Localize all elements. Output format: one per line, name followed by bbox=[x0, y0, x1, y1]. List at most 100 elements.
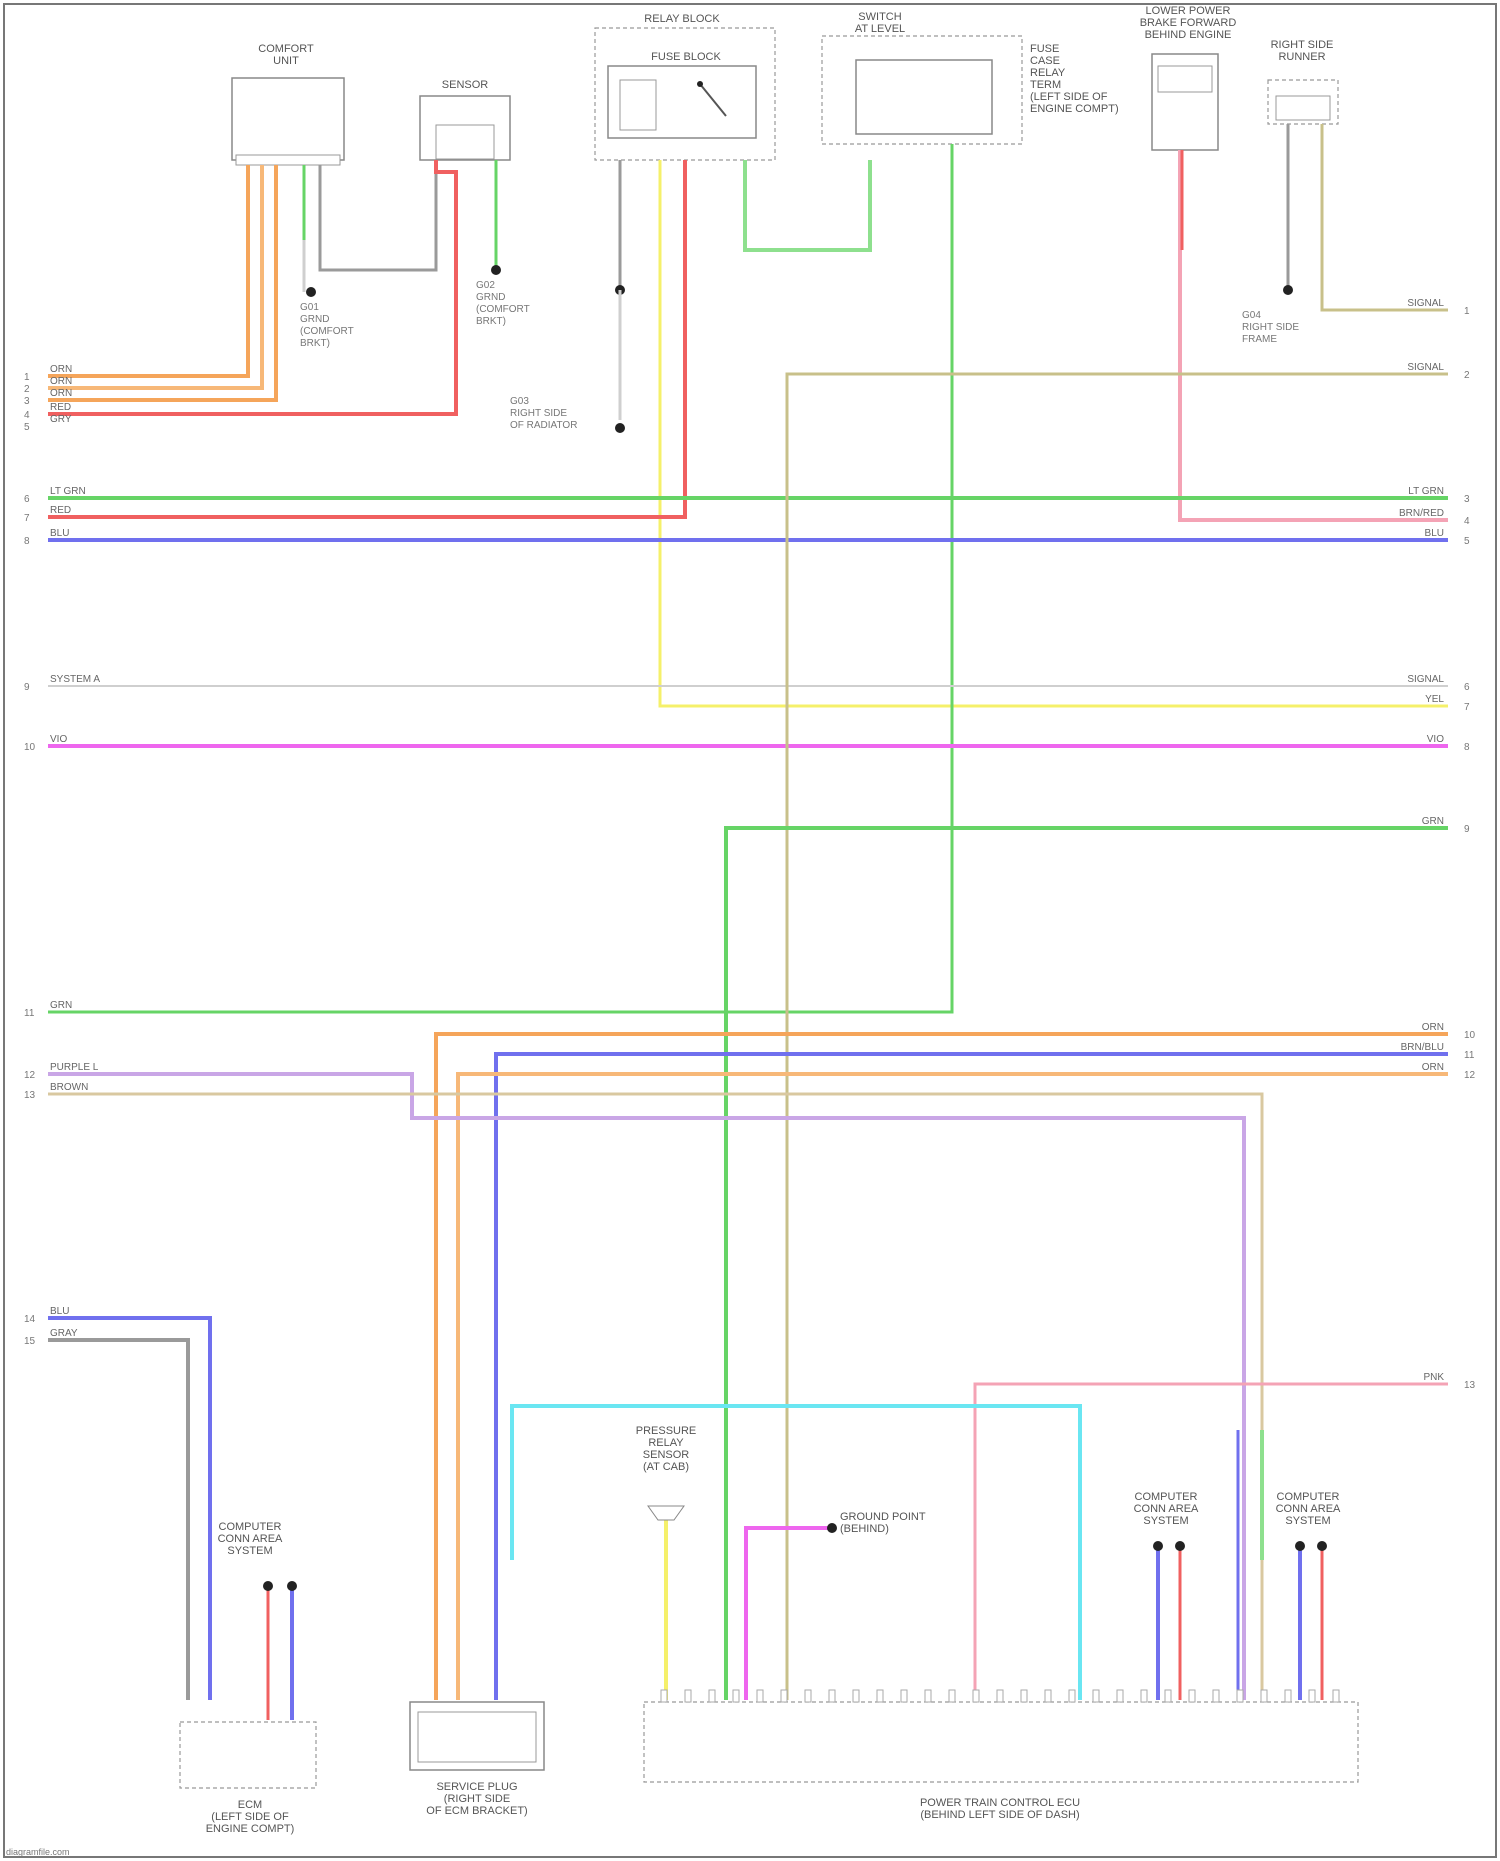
main-module-label: POWER TRAIN CONTROL ECU(BEHIND LEFT SIDE… bbox=[920, 1797, 1080, 1821]
pin-tick bbox=[1237, 1690, 1243, 1702]
right-pin-number: 6 bbox=[1464, 682, 1470, 693]
left-pin-number: 7 bbox=[24, 513, 30, 524]
pin-tick bbox=[877, 1690, 883, 1702]
left-pin-number: 12 bbox=[24, 1070, 36, 1081]
left-pin-number: 11 bbox=[24, 1008, 35, 1019]
pin-tick bbox=[1141, 1690, 1147, 1702]
pin-tick bbox=[853, 1690, 859, 1702]
pin-tick bbox=[1333, 1690, 1339, 1702]
left-pin-number: 2 bbox=[24, 384, 30, 395]
right-wire-tag: BRN/BLU bbox=[1401, 1042, 1444, 1053]
right-wire-tag: PNK bbox=[1423, 1372, 1444, 1383]
left-pin-number: 14 bbox=[24, 1314, 36, 1325]
pin-tick bbox=[1309, 1690, 1315, 1702]
left-pin-number: 9 bbox=[24, 682, 30, 693]
right-wire-tag: ORN bbox=[1422, 1062, 1444, 1073]
right-wire-tag: LT GRN bbox=[1408, 486, 1444, 497]
pin-tick bbox=[805, 1690, 811, 1702]
left-pin-number: 5 bbox=[24, 422, 30, 433]
left-pin-number: 13 bbox=[24, 1090, 36, 1101]
right-wire-tag: SIGNAL bbox=[1407, 298, 1444, 309]
right-pin-number: 3 bbox=[1464, 494, 1470, 505]
pin-tick bbox=[709, 1690, 715, 1702]
left-wire-tag: GRY bbox=[50, 414, 72, 425]
left-pin-number: 6 bbox=[24, 494, 30, 505]
left-pin-number: 10 bbox=[24, 742, 36, 753]
footer-credit: diagramfile.com bbox=[6, 1847, 70, 1857]
pin-tick bbox=[1069, 1690, 1075, 1702]
pin-tick bbox=[997, 1690, 1003, 1702]
left-wire-tag: BLU bbox=[50, 1306, 69, 1317]
left-pin-number: 3 bbox=[24, 396, 30, 407]
right-pin-number: 7 bbox=[1464, 702, 1470, 713]
pin-tick bbox=[949, 1690, 955, 1702]
relay-block-label: RELAY BLOCK bbox=[644, 13, 720, 25]
pin-tick bbox=[1189, 1690, 1195, 1702]
left-wire-tag: GRN bbox=[50, 1000, 72, 1011]
pin-tick bbox=[733, 1690, 739, 1702]
pin-tick bbox=[781, 1690, 787, 1702]
pin-tick bbox=[661, 1690, 667, 1702]
ground-point-label: GROUND POINT(BEHIND) bbox=[840, 1511, 926, 1535]
left-wire-tag: BLU bbox=[50, 528, 69, 539]
pin-tick bbox=[925, 1690, 931, 1702]
right-pin-number: 13 bbox=[1464, 1380, 1476, 1391]
left-wire-tag: PURPLE L bbox=[50, 1062, 99, 1073]
diagram-border bbox=[4, 4, 1496, 1857]
left-pin-number: 8 bbox=[24, 536, 30, 547]
right-wire-tag: GRN bbox=[1422, 816, 1444, 827]
pin-tick bbox=[1021, 1690, 1027, 1702]
pin-tick bbox=[685, 1690, 691, 1702]
right-pin-number: 11 bbox=[1464, 1050, 1475, 1061]
left-wire-tag: RED bbox=[50, 402, 71, 413]
left-pin-number: 1 bbox=[24, 372, 30, 383]
right-wire-tag: BLU bbox=[1425, 528, 1444, 539]
pin-tick bbox=[1261, 1690, 1267, 1702]
right-pin-number: 9 bbox=[1464, 824, 1470, 835]
right-wire-tag: VIO bbox=[1427, 734, 1444, 745]
left-pin-number: 4 bbox=[24, 410, 30, 421]
right-pin-number: 2 bbox=[1464, 370, 1470, 381]
left-wire-tag: BROWN bbox=[50, 1082, 88, 1093]
pin-tick bbox=[829, 1690, 835, 1702]
right-wire-tag: YEL bbox=[1425, 694, 1444, 705]
right-wire-tag: SIGNAL bbox=[1407, 674, 1444, 685]
left-wire-tag: ORN bbox=[50, 376, 72, 387]
right-pin-number: 8 bbox=[1464, 742, 1470, 753]
right-wire-tag: ORN bbox=[1422, 1022, 1444, 1033]
sensor-unit: SENSOR bbox=[420, 79, 510, 160]
right-wire-tag: SIGNAL bbox=[1407, 362, 1444, 373]
left-wire-tag: RED bbox=[50, 505, 71, 516]
pin-tick bbox=[1213, 1690, 1219, 1702]
left-wire-tag: LT GRN bbox=[50, 486, 86, 497]
right-wire-tag: BRN/RED bbox=[1399, 508, 1444, 519]
pin-tick bbox=[1045, 1690, 1051, 1702]
fuse-block-label: FUSE BLOCK bbox=[651, 51, 721, 63]
left-wire-tag: SYSTEM A bbox=[50, 674, 100, 685]
pin-tick bbox=[1165, 1690, 1171, 1702]
left-wire-tag: ORN bbox=[50, 364, 72, 375]
pin-tick bbox=[973, 1690, 979, 1702]
right-pin-number: 10 bbox=[1464, 1030, 1476, 1041]
right-pin-number: 4 bbox=[1464, 516, 1470, 527]
